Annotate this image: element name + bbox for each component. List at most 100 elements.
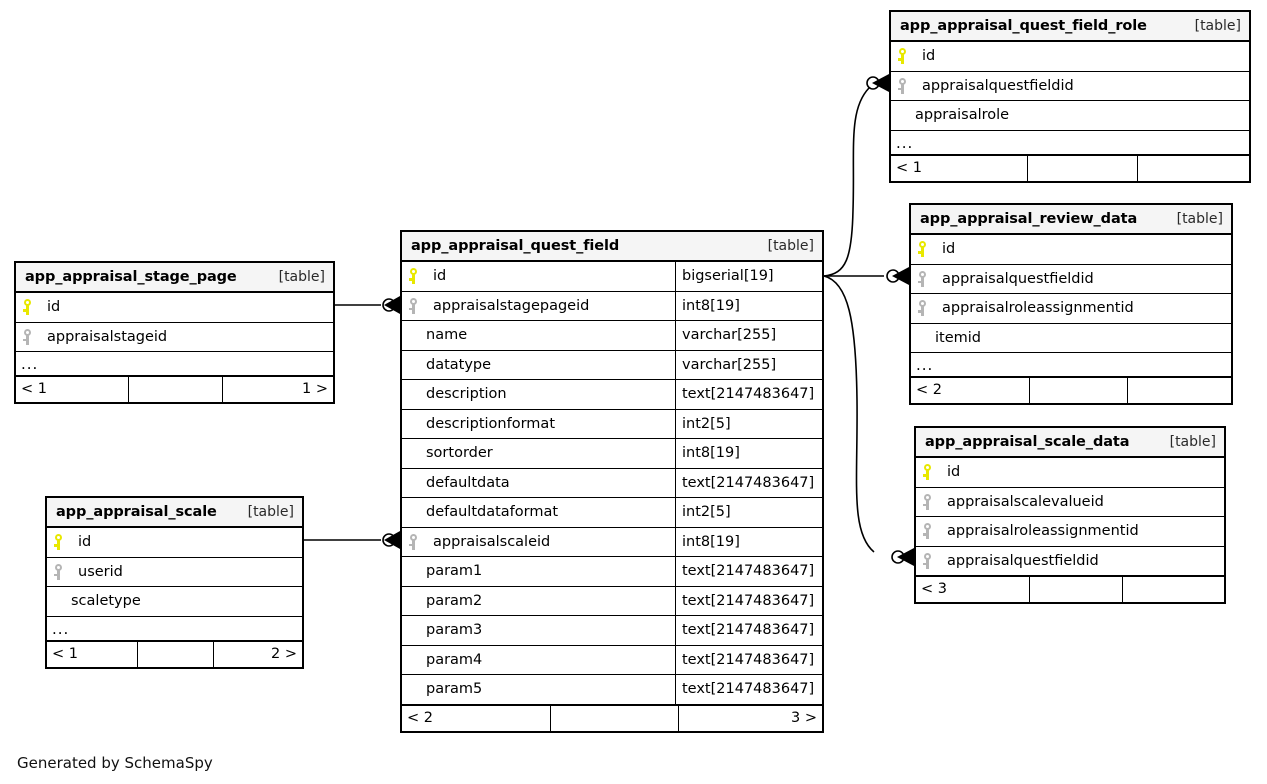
column-row[interactable]: defaultdataformat int2[5] (402, 498, 822, 528)
column-row[interactable]: appraisalroleassignmentid (916, 517, 1224, 547)
column-row[interactable]: id (911, 235, 1231, 265)
table-app-appraisal-quest-field-role[interactable]: app_appraisal_quest_field_role [table] i… (889, 10, 1251, 183)
primary-key-icon (23, 299, 45, 316)
column-name-cell: defaultdata (402, 469, 675, 498)
more-columns-indicator: ... (16, 352, 333, 376)
footer-parent-count[interactable]: < 1 (21, 381, 47, 398)
column-name-cell: appraisalstageid (16, 323, 333, 352)
column-name: appraisalroleassignmentid (942, 300, 1134, 316)
table-app-appraisal-scale[interactable]: app_appraisal_scale [table] id userid sc… (45, 496, 304, 669)
column-name: appraisalquestfieldid (922, 77, 1074, 94)
column-row[interactable]: itemid (911, 324, 1231, 353)
column-row[interactable]: id (891, 42, 1249, 72)
table-title: app_appraisal_scale_data (925, 433, 1130, 450)
primary-key-icon (918, 241, 940, 258)
column-name-cell: appraisalquestfieldid (891, 72, 1249, 101)
column-name-cell: appraisalroleassignmentid (911, 294, 1231, 323)
column-name-cell: param1 (402, 557, 675, 586)
column-row[interactable]: appraisalstageid (16, 323, 333, 352)
column-name-cell: scaletype (47, 587, 302, 616)
column-name-cell: appraisalstagepageid (402, 292, 675, 321)
table-app-appraisal-scale-data[interactable]: app_appraisal_scale_data [table] id appr… (914, 426, 1226, 604)
table-kind-label: [table] (1176, 211, 1223, 227)
column-name: id (922, 48, 936, 64)
footer-middle (550, 705, 678, 731)
footer-child-count[interactable]: 3 > (678, 705, 822, 731)
column-row[interactable]: appraisalquestfieldid (916, 547, 1224, 576)
table-app-appraisal-review-data[interactable]: app_appraisal_review_data [table] id app… (909, 203, 1233, 405)
column-name: appraisalquestfieldid (947, 552, 1099, 569)
footer-parent-count[interactable]: < 2 (407, 709, 433, 726)
table-title: app_appraisal_quest_field (411, 237, 620, 254)
column-type: int8[19] (675, 291, 822, 320)
footer-child-count (1122, 577, 1224, 602)
column-row[interactable]: name varchar[255] (402, 321, 822, 351)
column-row[interactable]: id (16, 293, 333, 323)
foreign-key-icon (923, 523, 945, 540)
column-row[interactable]: appraisalscalevalueid (916, 488, 1224, 517)
column-type: text[2147483647] (675, 616, 822, 645)
primary-key-icon (54, 534, 76, 551)
column-name-cell: id (891, 42, 1249, 71)
footer-parent-count[interactable]: < 3 (921, 581, 947, 598)
edge-quest-field-to-quest-field-role (823, 87, 870, 277)
column-type: text[2147483647] (675, 468, 822, 497)
column-name-cell: descriptionformat (402, 410, 675, 439)
table-footer: < 1 (891, 154, 1249, 181)
column-row[interactable]: defaultdata text[2147483647] (402, 468, 822, 498)
column-row[interactable]: id (916, 458, 1224, 488)
column-row[interactable]: param4 text[2147483647] (402, 645, 822, 675)
column-row[interactable]: appraisalstagepageid int8[19] (402, 291, 822, 321)
table-kind-label: [table] (1169, 434, 1216, 450)
column-row[interactable]: scaletype (47, 587, 302, 617)
column-row[interactable]: param3 text[2147483647] (402, 616, 822, 646)
column-name-cell: id (911, 235, 1231, 264)
column-row[interactable]: appraisalroleassignmentid (911, 294, 1231, 324)
table-kind-label: [table] (278, 269, 325, 285)
column-row[interactable]: userid (47, 558, 302, 587)
column-name: param4 (426, 651, 483, 668)
crowsfoot-scale (382, 531, 400, 549)
column-name-cell: param5 (402, 675, 675, 704)
footer-parent-count[interactable]: < 1 (52, 645, 78, 662)
table-app-appraisal-quest-field[interactable]: app_appraisal_quest_field [table] id big… (400, 230, 824, 733)
column-row[interactable]: description text[2147483647] (402, 380, 822, 410)
column-name: appraisalquestfieldid (942, 270, 1094, 287)
footer-parent-count[interactable]: < 1 (896, 159, 922, 176)
table-app-appraisal-stage-page[interactable]: app_appraisal_stage_page [table] id appr… (14, 261, 335, 404)
column-name-cell: defaultdataformat (402, 498, 675, 527)
column-type: bigserial[19] (675, 262, 822, 291)
column-name: sortorder (426, 445, 493, 461)
footer-middle (1027, 155, 1137, 181)
footer-child-count[interactable]: 1 > (222, 377, 333, 402)
column-type: varchar[255] (675, 321, 822, 350)
column-name-cell: id (16, 293, 333, 322)
column-row[interactable]: datatype varchar[255] (402, 350, 822, 380)
table-header: app_appraisal_scale_data [table] (916, 428, 1224, 458)
column-row[interactable]: param5 text[2147483647] (402, 675, 822, 705)
column-name: appraisalscaleid (433, 533, 551, 550)
footer-child-count[interactable]: 2 > (213, 641, 302, 667)
column-type: text[2147483647] (675, 675, 822, 704)
column-name: id (947, 464, 961, 480)
column-row[interactable]: sortorder int8[19] (402, 439, 822, 469)
column-row[interactable]: appraisalquestfieldid (891, 72, 1249, 101)
column-row[interactable]: param2 text[2147483647] (402, 586, 822, 616)
column-row[interactable]: param1 text[2147483647] (402, 557, 822, 587)
column-name-cell: param2 (402, 587, 675, 616)
column-row[interactable]: id bigserial[19] (402, 262, 822, 292)
column-row[interactable]: descriptionformat int2[5] (402, 409, 822, 439)
column-row[interactable]: id (47, 528, 302, 558)
table-footer: < 2 (911, 377, 1231, 403)
more-columns-indicator: ... (47, 617, 302, 641)
column-row[interactable]: appraisalrole (891, 101, 1249, 131)
footer-parent-count[interactable]: < 2 (916, 382, 942, 399)
column-row[interactable]: appraisalscaleid int8[19] (402, 527, 822, 557)
table-title: app_appraisal_quest_field_role (900, 17, 1147, 34)
table-header: app_appraisal_review_data [table] (911, 205, 1231, 235)
column-row[interactable]: appraisalquestfieldid (911, 265, 1231, 294)
column-name: appraisalscalevalueid (947, 493, 1104, 510)
column-type: text[2147483647] (675, 380, 822, 409)
column-name-cell: id (916, 458, 1224, 487)
